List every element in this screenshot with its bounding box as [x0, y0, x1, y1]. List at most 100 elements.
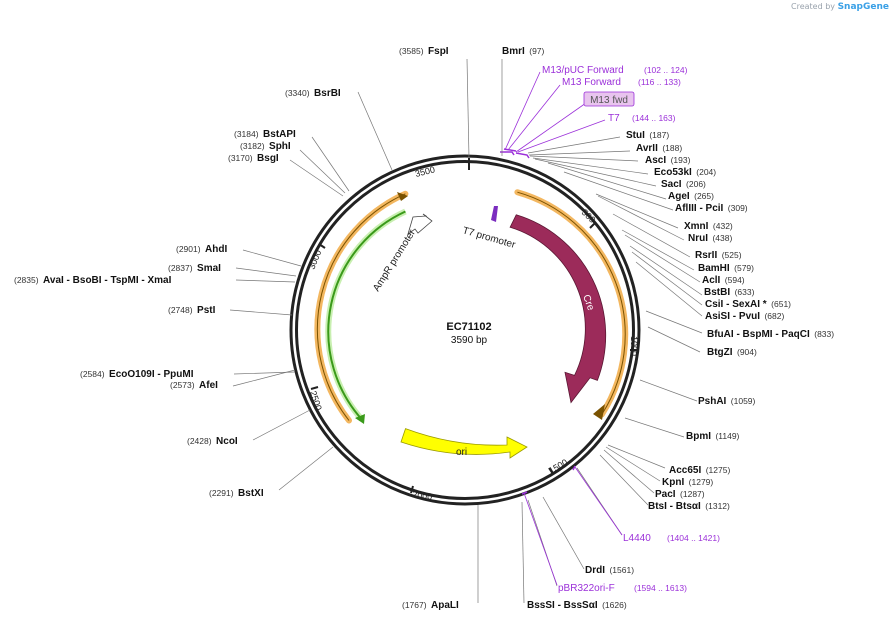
- tick-1000: 1000: [629, 336, 639, 356]
- site-label[interactable]: CsiI - SexAI * (651): [705, 294, 791, 311]
- site-position: (2835): [14, 275, 39, 285]
- site-label[interactable]: (2835) AvaI - BsoBI - TspMI - XmaI: [14, 270, 172, 287]
- site-name: KpnI: [662, 477, 684, 488]
- site-label[interactable]: DrdI (1561): [585, 560, 634, 577]
- site-label[interactable]: (2748) PstI: [168, 300, 216, 317]
- site-name: RsrII: [695, 250, 717, 261]
- site-name: BtsI - BtsαI: [648, 501, 701, 512]
- site-label[interactable]: PacI (1287): [655, 484, 705, 501]
- t7-promoter-arrow: [491, 206, 498, 222]
- primer-m13-forward-range: (116 .. 133): [638, 77, 681, 87]
- site-label[interactable]: AvrII (188): [636, 138, 682, 155]
- ampr-promoter-arrow: [407, 213, 433, 235]
- site-position: (2573): [170, 380, 195, 390]
- site-position: (3340): [285, 88, 310, 98]
- site-name: BstXI: [238, 488, 264, 499]
- site-position: (97): [529, 46, 544, 56]
- tick-2000: 2000: [412, 489, 433, 502]
- site-label[interactable]: XmnI (432): [684, 216, 733, 233]
- site-label[interactable]: (3184) BstAPI: [234, 124, 296, 141]
- site-name: SmaI: [197, 263, 221, 274]
- site-label[interactable]: (2584) EcoO109I - PpuMI: [80, 364, 194, 381]
- site-label[interactable]: AflIII - PciI (309): [675, 198, 748, 215]
- site-position: (265): [694, 191, 714, 201]
- leader-lines: [229, 58, 703, 604]
- site-label[interactable]: BstBI (633): [704, 282, 755, 299]
- primer-box[interactable]: [583, 91, 635, 107]
- site-name: AgeI: [668, 191, 690, 202]
- site-label[interactable]: Acc65I (1275): [669, 460, 730, 477]
- site-name: AvrII: [636, 143, 658, 154]
- site-label[interactable]: BfuAI - BspMI - PaqCI (833): [707, 324, 834, 341]
- site-position: (525): [722, 250, 742, 260]
- site-position: (309): [728, 203, 748, 213]
- site-name: NruI: [688, 233, 708, 244]
- site-position: (682): [764, 311, 784, 321]
- site-name: PacI: [655, 489, 676, 500]
- site-name: BmrI: [502, 46, 525, 57]
- site-label[interactable]: (2428) NcoI: [187, 431, 238, 448]
- site-label[interactable]: BpmI (1149): [686, 426, 740, 443]
- site-position: (2428): [187, 436, 212, 446]
- site-name: AfeI: [199, 380, 218, 391]
- site-position: (2748): [168, 305, 193, 315]
- site-label[interactable]: BamHI (579): [698, 258, 754, 275]
- site-name: Acc65I: [669, 465, 701, 476]
- site-position: (1149): [715, 431, 739, 441]
- site-position: (2584): [80, 369, 105, 379]
- primer-m13-puc-range: (102 .. 124): [644, 65, 688, 75]
- site-position: (579): [734, 263, 754, 273]
- site-label[interactable]: RsrII (525): [695, 245, 742, 262]
- site-label[interactable]: AscI (193): [645, 150, 691, 167]
- site-position: (204): [696, 167, 716, 177]
- site-position: (651): [771, 299, 791, 309]
- site-label[interactable]: (3170) BsgI: [228, 148, 279, 165]
- site-label[interactable]: (1767) ApaLI: [402, 595, 459, 612]
- site-position: (1275): [706, 465, 731, 475]
- site-label[interactable]: (3340) BsrBI: [285, 83, 341, 100]
- ori-label: ori: [456, 447, 467, 458]
- site-label[interactable]: AgeI (265): [668, 186, 714, 203]
- site-position: (904): [737, 347, 757, 357]
- tick-marks: [310, 158, 637, 494]
- primer-l4440-range: (1404 .. 1421): [667, 533, 720, 543]
- site-position: (833): [814, 329, 834, 339]
- site-position: (3184): [234, 129, 259, 139]
- site-position: (187): [649, 130, 669, 140]
- site-label[interactable]: StuI (187): [626, 125, 669, 142]
- site-label[interactable]: SacI (206): [661, 174, 706, 191]
- site-name: StuI: [626, 130, 645, 141]
- ampr-promoter-label: AmpR promoter: [371, 227, 418, 293]
- site-name: FspI: [428, 46, 449, 57]
- site-name: SacI: [661, 179, 682, 190]
- site-position: (2291): [209, 488, 234, 498]
- site-label[interactable]: (2291) BstXI: [209, 483, 264, 500]
- site-label[interactable]: (2837) SmaI: [168, 258, 221, 275]
- site-label[interactable]: (3182) SphI: [240, 136, 291, 153]
- site-label[interactable]: NruI (438): [688, 228, 732, 245]
- site-label[interactable]: AclI (594): [702, 270, 745, 287]
- site-name: PstI: [197, 305, 216, 316]
- site-label[interactable]: BtsI - BtsαI (1312): [648, 496, 730, 513]
- site-name: XmnI: [684, 221, 709, 232]
- site-label[interactable]: AsiSI - PvuI (682): [705, 306, 784, 323]
- site-label[interactable]: Eco53kI (204): [654, 162, 716, 179]
- primer-l4440: L4440: [623, 533, 651, 544]
- site-name: BsrBI: [314, 88, 341, 99]
- site-position: (2901): [176, 244, 201, 254]
- site-label[interactable]: BssSI - BssSαI (1626): [527, 595, 627, 612]
- site-position: (193): [671, 155, 691, 165]
- tick-3500: 3500: [414, 164, 436, 179]
- site-label[interactable]: BtgZI (904): [707, 342, 757, 359]
- site-label[interactable]: BmrI (97): [502, 41, 545, 58]
- site-position: (3170): [228, 153, 253, 163]
- site-name: BpmI: [686, 431, 711, 442]
- site-label[interactable]: (2573) AfeI: [170, 375, 218, 392]
- site-label[interactable]: (2901) AhdI: [176, 239, 227, 256]
- site-name: DrdI: [585, 565, 605, 576]
- created-by-text: Created by: [791, 2, 836, 11]
- site-label[interactable]: PshAI (1059): [698, 391, 756, 408]
- ori-feature: [400, 428, 528, 459]
- site-label[interactable]: (3585) FspI: [399, 41, 449, 58]
- site-label[interactable]: KpnI (1279): [662, 472, 713, 489]
